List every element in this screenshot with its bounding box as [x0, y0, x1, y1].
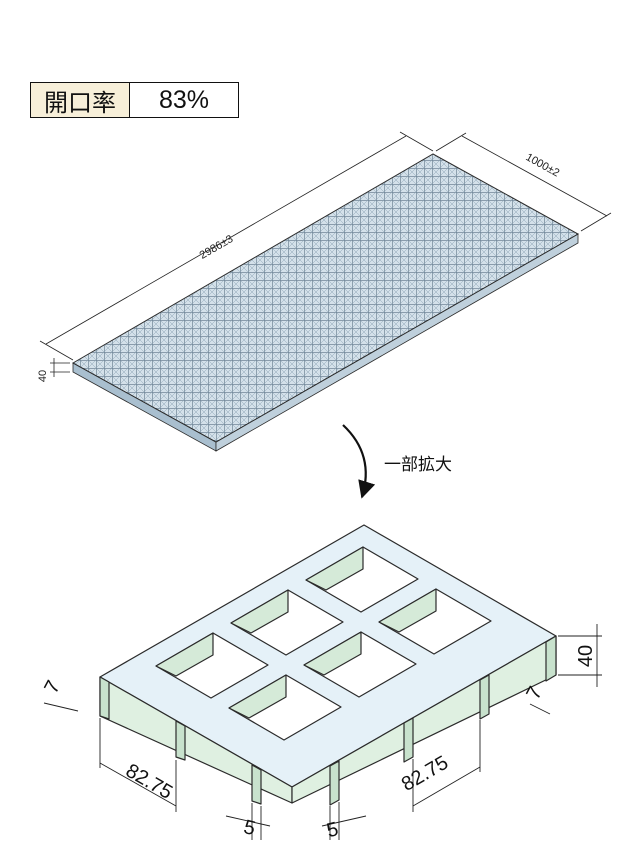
opening-ratio-value: 83% — [130, 83, 238, 117]
bar-end — [479, 674, 490, 720]
width-dimension-label: 1000±2 — [524, 151, 562, 179]
inner-wall — [228, 674, 287, 719]
full-grating-view: 2986±3 1000±2 40 — [37, 131, 612, 452]
detail-dimension-lines — [43, 624, 602, 840]
bar-end — [175, 720, 186, 761]
dimension-height-small — [50, 358, 70, 377]
bar-end — [545, 635, 557, 682]
detail-left-thickness-label: 7 — [40, 677, 65, 697]
dimension-width — [435, 132, 612, 232]
grating-top-surface — [71, 153, 580, 443]
detail-right-thickness-label: 7 — [522, 683, 547, 703]
bar-end — [251, 764, 262, 805]
bar-end — [403, 717, 414, 763]
bar-end — [329, 760, 340, 806]
inner-wall — [155, 632, 214, 677]
detail-bar-right-label: 5 — [324, 818, 340, 842]
length-dimension-label: 2986±3 — [198, 233, 236, 262]
detail-grating-view — [99, 524, 557, 806]
opening-ratio-table: 開口率 83% — [30, 82, 239, 118]
inner-wall — [305, 546, 364, 591]
inner-wall — [230, 589, 289, 634]
height-dimension-small-label: 40 — [37, 370, 49, 382]
bar-end — [99, 676, 110, 720]
zoom-label: 一部拡大 — [384, 455, 452, 475]
detail-height-label: 40 — [575, 645, 597, 667]
detail-pitch-left-label: 82.75 — [122, 760, 176, 804]
inner-wall — [378, 588, 437, 633]
inner-wall — [303, 631, 362, 676]
zoom-arrow — [342, 424, 376, 499]
opening-ratio-label: 開口率 — [31, 83, 130, 117]
detail-bar-left-label: 5 — [241, 816, 257, 840]
dimension-length — [39, 131, 434, 361]
